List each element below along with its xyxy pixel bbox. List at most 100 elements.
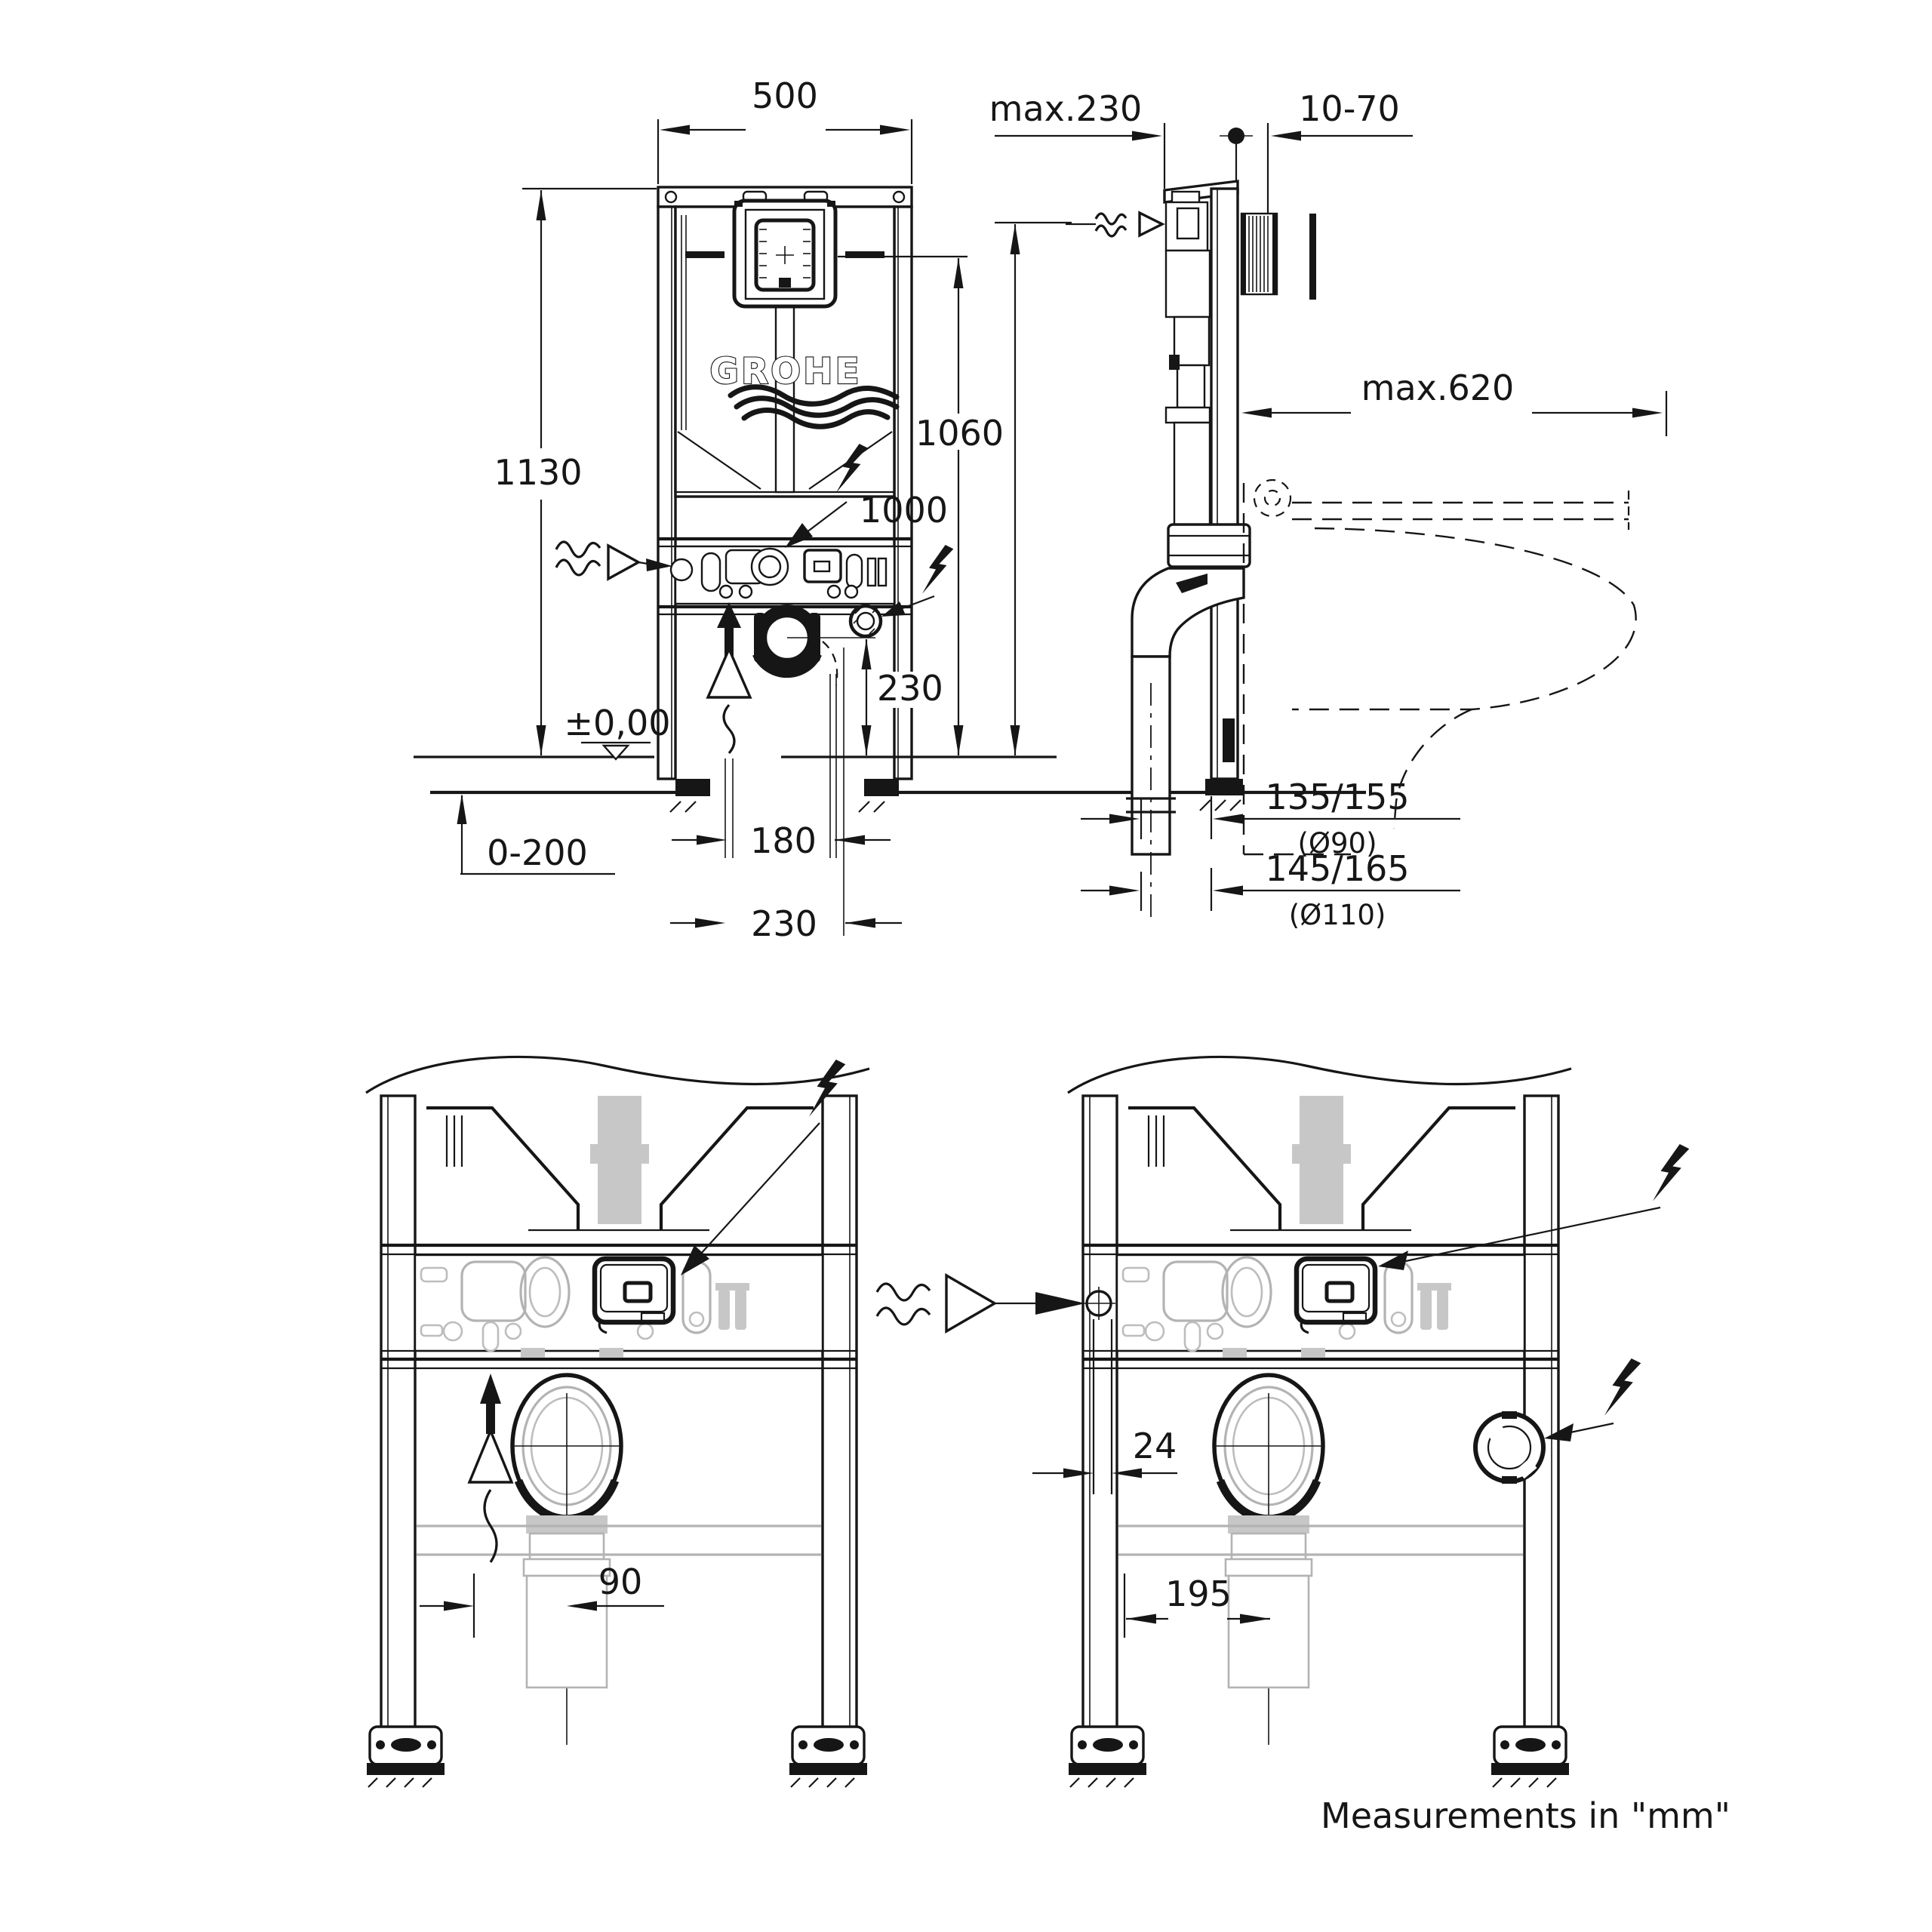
dimension-height-1130: 1130 [494,187,657,755]
water-inlet-port [669,558,694,582]
drain-pipe-shadow [1224,1532,1313,1689]
plate-details [1121,1256,1451,1358]
water-wave-icon [1094,212,1128,226]
dimension-24: 24 [1032,1319,1177,1494]
water-supply-arrow-detail [875,1273,1085,1334]
side-frame [1126,180,1316,917]
dimension-135-155: 135/155 (Ø90) [1081,777,1460,860]
wall-reference-point [1220,128,1253,195]
corner-screw-icon [892,190,906,204]
side-cistern [1164,249,1211,318]
vent-symbol [706,602,752,858]
dim-1060-label: 1060 [915,413,1004,454]
connection-box [1294,1256,1378,1334]
dim-90-label: 90 [598,1561,643,1602]
water-supply-arrow [555,540,672,581]
dim-1130-label: 1130 [494,452,582,493]
foot-left [1069,1725,1146,1788]
dimension-1000: 1000 [838,255,968,755]
dim-o110-label: (Ø110) [1289,899,1386,931]
dim-500-label: 500 [752,75,818,116]
front-view: 500 1130 [414,75,1366,944]
grohe-logo: GROHE [709,350,900,429]
drain-bend [752,605,875,686]
flush-plate-profile [1309,214,1316,300]
level-marker: ±0,00 [565,703,671,761]
flush-plate-opening [685,198,884,309]
logo-wave-icon [741,408,891,429]
plate-details [420,1256,749,1358]
electric-callout-box [1378,1144,1690,1270]
fixing-slot [845,251,884,258]
flush-plate-spacer [1240,212,1278,296]
water-wave-icon [1094,224,1128,238]
dim-max230-label: max.230 [989,88,1143,129]
frame-rails [657,205,913,780]
dim-10-70-label: 10-70 [1299,88,1400,129]
water-wave-icon [555,558,601,577]
lightning-icon [1604,1358,1641,1416]
footer-note: Measurements in "mm" [1321,1795,1730,1836]
dimension-width-500: 500 [657,75,913,184]
connection-box [592,1256,676,1334]
water-wave-icon [555,540,601,558]
power-socket [848,604,883,638]
dim-24-label: 24 [1133,1426,1177,1466]
drain-socket [1212,1373,1325,1745]
dimension-180: 180 [672,820,891,861]
wc-bowl-outline [1242,478,1637,856]
logo-wave-icon [728,384,900,407]
lightning-icon [836,444,868,493]
logo-wave-icon [734,395,900,418]
drain-pipe-shadow [522,1532,611,1689]
dimension-230-bottom: 230 [670,903,902,944]
foot-right [789,1725,867,1788]
water-wave-icon [875,1306,931,1326]
level-label: ±0,00 [565,703,671,743]
dim-135-155-label: 135/155 [1265,777,1409,817]
dim-0-200-label: 0-200 [487,832,588,873]
vent-symbol-detail [467,1374,514,1563]
break-line [1067,1055,1572,1094]
drain-socket [510,1373,623,1745]
dim-145-165-label: 145/165 [1265,848,1409,889]
electric-connection-callout-1 [785,444,868,548]
dimension-max-620: max.620 [1241,368,1668,436]
dimension-90: 90 [420,1561,664,1638]
round-connector [1473,1411,1546,1484]
dim-230-bottom-label: 230 [751,903,817,944]
brand-name: GROHE [709,351,861,392]
dim-180-label: 180 [750,820,817,861]
foot-right [1491,1725,1569,1788]
water-wave-icon [875,1282,931,1302]
dimension-max-230: max.230 [989,88,1166,189]
side-view: max.230 10-70 [989,88,1668,931]
lightning-icon [809,1060,846,1117]
floor-lines [414,755,1366,795]
corner-screw-icon [664,190,678,204]
dim-195-label: 195 [1165,1574,1232,1614]
mounting-plate-row [658,537,912,616]
dimension-145-165: 145/165 (Ø110) [1081,848,1460,931]
foot-left [367,1725,445,1788]
electric-connection-callout-2 [881,545,954,617]
water-inlet-hole [1082,1287,1115,1320]
dim-1000-label: 1000 [860,490,948,531]
electric-callout-connector [1544,1358,1641,1441]
dimension-0-200: 0-200 [457,794,615,875]
dim-max620-label: max.620 [1361,368,1515,408]
dimension-10-70: 10-70 [1266,88,1413,213]
lightning-icon [922,545,954,594]
detail-view-right: 24 195 [875,1055,1690,1788]
break-line [365,1055,870,1094]
dim-230-vertical-label: 230 [877,668,943,709]
drain-elbow [1131,567,1245,658]
fixing-slot [685,251,724,258]
dimension-1060: 1060 [915,221,1072,755]
dimension-195: 195 [1123,1574,1270,1638]
detail-view-left: 90 [365,1055,870,1788]
frame-feet [669,779,899,813]
side-water-supply-arrow [1066,211,1165,238]
